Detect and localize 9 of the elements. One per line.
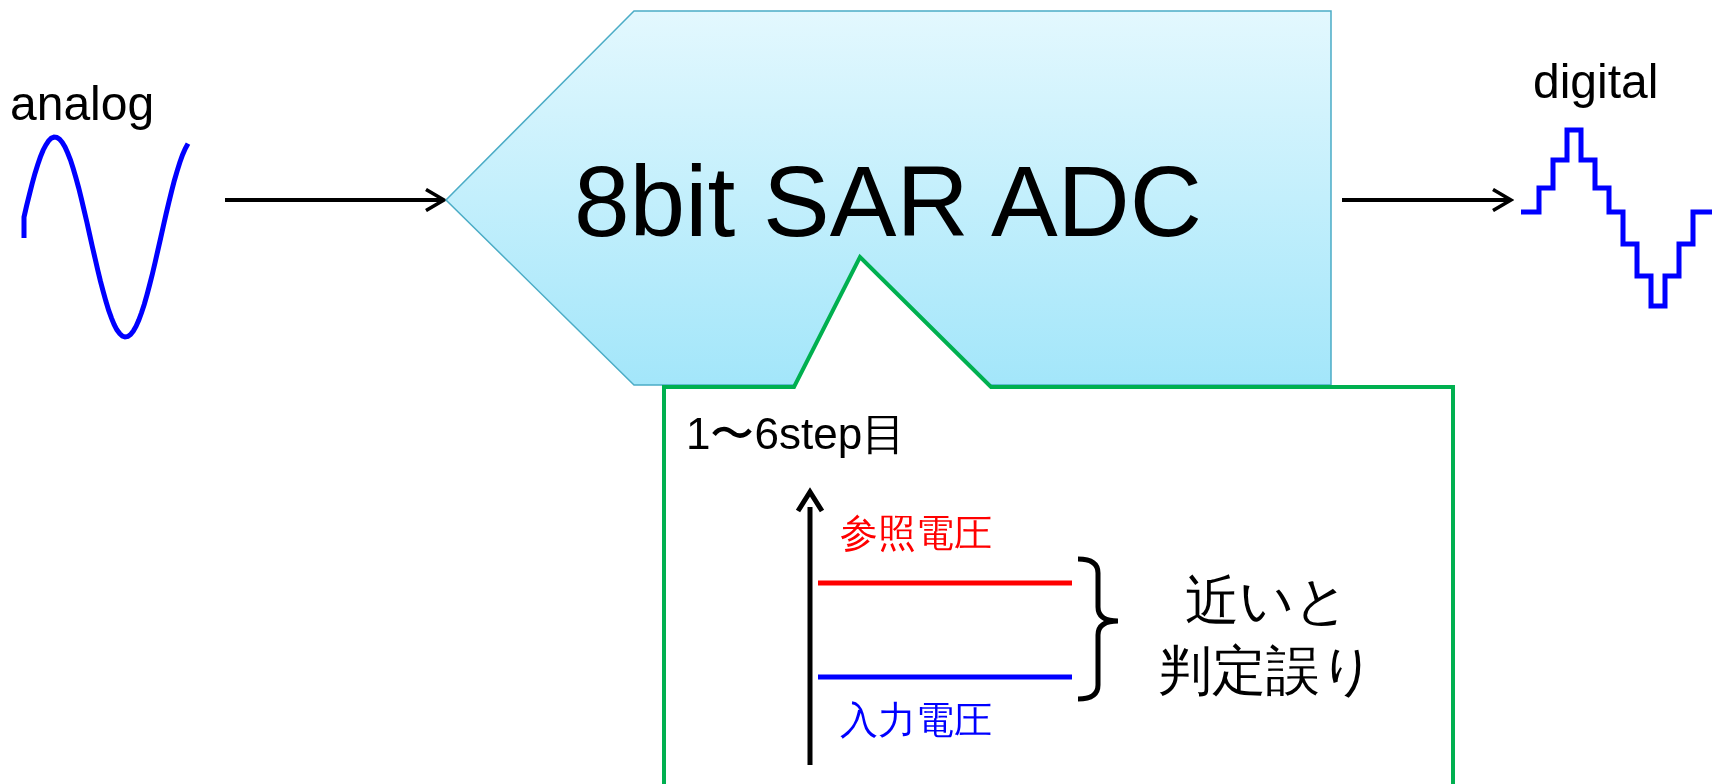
- voltage-label: 入力電圧: [840, 701, 992, 739]
- arrow: [1342, 187, 1513, 213]
- signal-label: analog: [10, 80, 155, 128]
- arrow: [225, 187, 446, 213]
- voltage-label: 参照電圧: [840, 514, 992, 552]
- signal-label: digital: [1533, 58, 1659, 106]
- step-heading: 1〜6step目: [686, 412, 907, 456]
- block-title: 8bit SAR ADC: [574, 151, 1203, 251]
- note-text: 近いと判定誤り: [1157, 569, 1377, 703]
